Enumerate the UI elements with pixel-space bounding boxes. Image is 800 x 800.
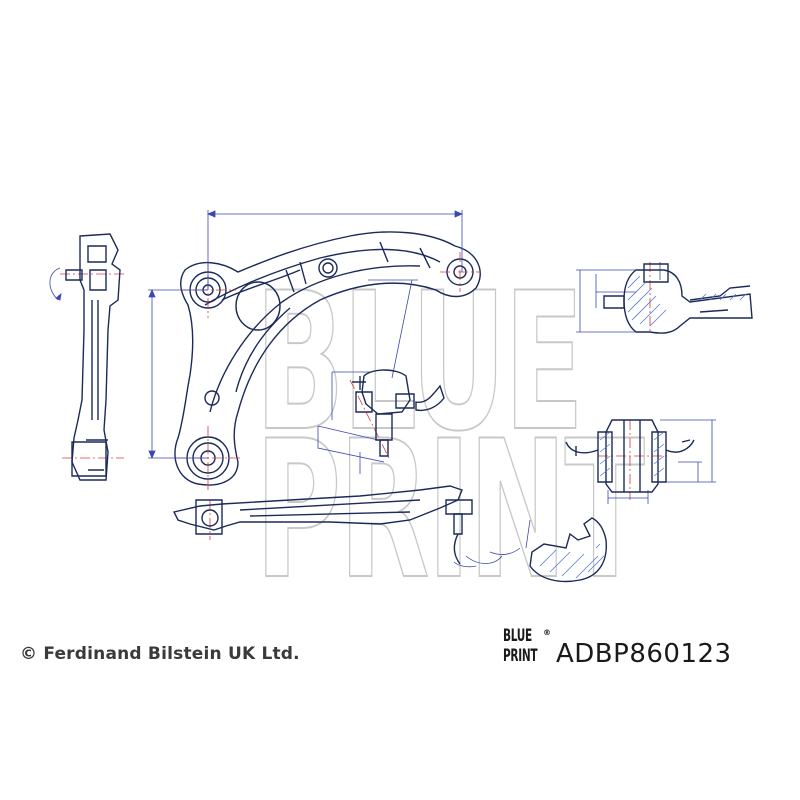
- registered-mark: ®: [543, 628, 551, 637]
- copyright-text: © Ferdinand Bilstein UK Ltd.: [20, 644, 300, 664]
- bushing-section-top: [603, 263, 753, 334]
- bushing-hatch-top: [627, 275, 747, 327]
- brand-logo: BLUE PRINT ®: [503, 626, 557, 678]
- ball-joint-detail: [352, 369, 445, 457]
- cut-section: [529, 517, 607, 583]
- bushing-section-bottom: [565, 419, 695, 493]
- control-arm-elevation: [172, 485, 473, 565]
- watermark-line2: PRINT: [255, 401, 644, 622]
- bushing-hatch-bottom: [599, 431, 665, 477]
- control-arm-side-view: [65, 233, 121, 481]
- dimension-lines: [49, 210, 716, 568]
- logo-line2: PRINT: [503, 646, 538, 666]
- watermark-line1: BLUE: [255, 253, 582, 474]
- cut-section-hatch: [539, 543, 605, 579]
- part-number: ADBP860123: [556, 639, 732, 669]
- watermark: BLUE PRINT: [254, 252, 647, 623]
- logo-line1: BLUE: [503, 626, 532, 646]
